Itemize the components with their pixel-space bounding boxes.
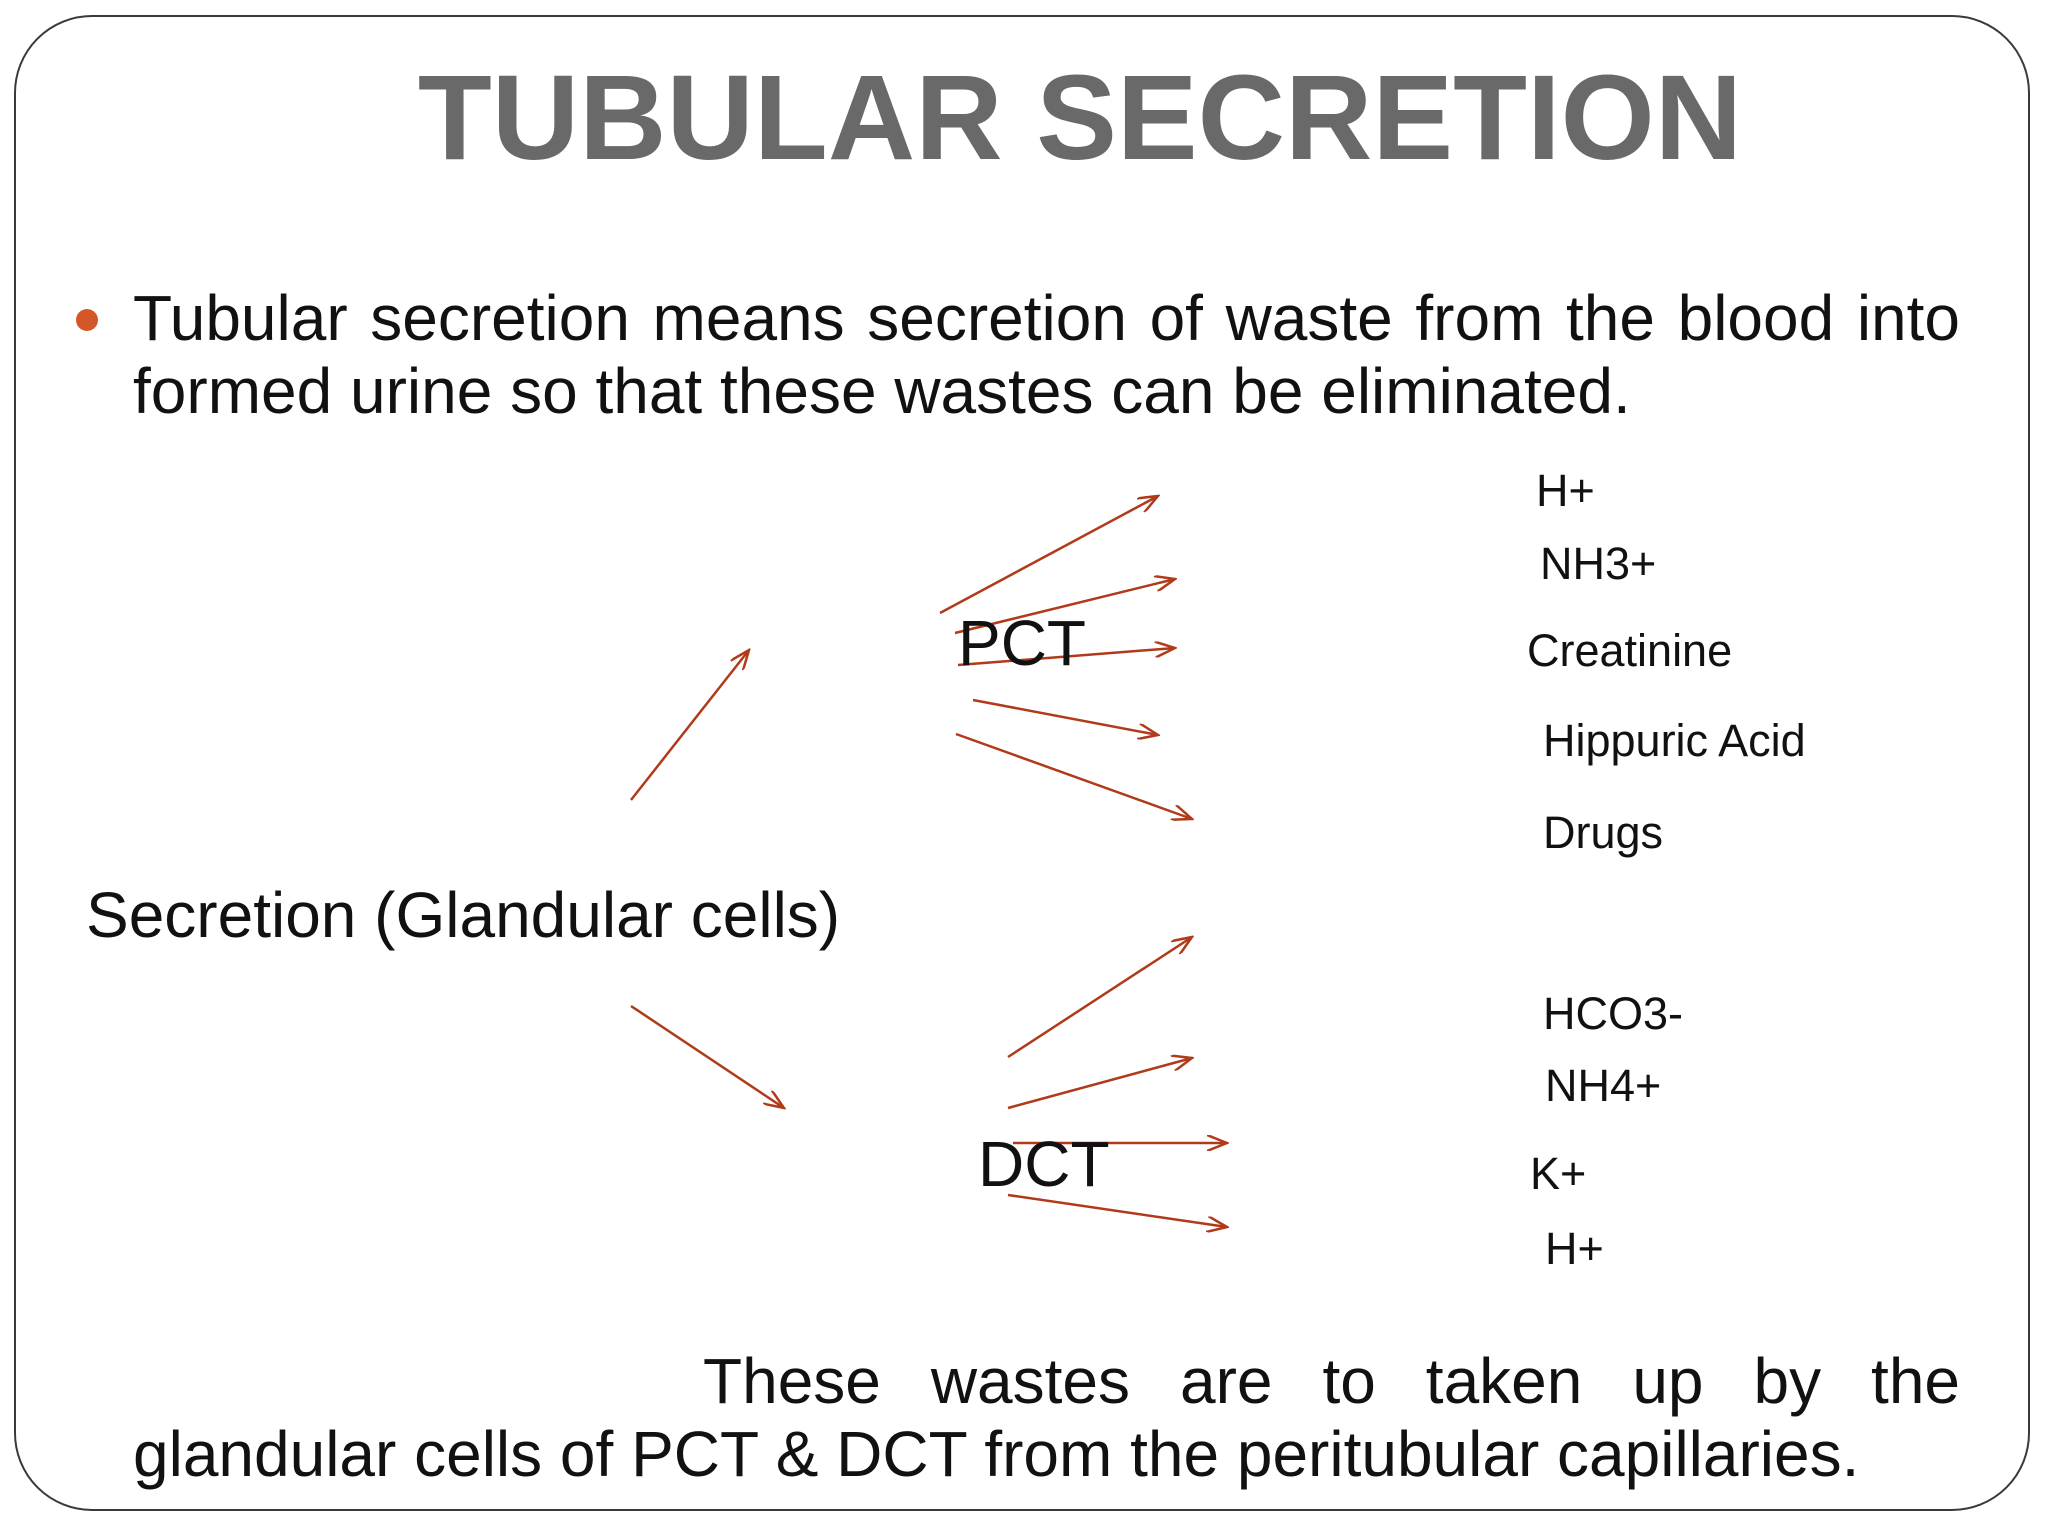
bullet-icon <box>76 309 98 331</box>
arrow-pct-drugs <box>955 732 1192 819</box>
pct-item-creatinine: Creatinine <box>1527 625 1733 676</box>
arrow-dct-h-plus <box>1007 1193 1227 1227</box>
dct-item-nh4-plus: NH4+ <box>1545 1060 1662 1111</box>
arrow-pct-creatinine <box>957 648 1175 667</box>
dct-item-hco3-minus: HCO3- <box>1543 988 1684 1039</box>
dct-item-k-plus: K+ <box>1530 1148 1587 1199</box>
pct-item-nh3-plus: NH3+ <box>1540 538 1657 589</box>
footer-text: These wastes are to taken up by the glan… <box>133 1345 1960 1491</box>
dct-item-h-plus: H+ <box>1545 1223 1604 1274</box>
arrow-dct-hco3-minus <box>1007 937 1192 1059</box>
arrow-pct-nh3-plus <box>954 579 1175 635</box>
slide-title: TUBULAR SECRETION <box>417 49 1743 185</box>
footer-text-content: These wastes are to taken up by the glan… <box>133 1345 1960 1490</box>
bullet-text: Tubular secretion means secretion of was… <box>133 282 1960 427</box>
arrow-source-to-dct <box>630 1004 784 1108</box>
arrow-source-to-pct <box>630 650 749 801</box>
arrow-pct-hippuric-acid <box>972 698 1158 735</box>
pct-item-drugs: Drugs <box>1543 807 1664 858</box>
arrow-dct-nh4-plus <box>1007 1058 1192 1110</box>
pct-item-hippuric-acid: Hippuric Acid <box>1543 715 1806 766</box>
pct-label: PCT <box>958 607 1086 679</box>
dct-label: DCT <box>978 1128 1110 1200</box>
arrow-pct-h-plus <box>939 496 1158 615</box>
pct-item-h-plus: H+ <box>1536 465 1595 516</box>
source-label: Secretion (Glandular cells) <box>86 879 841 951</box>
slide-frame <box>14 15 2030 1511</box>
